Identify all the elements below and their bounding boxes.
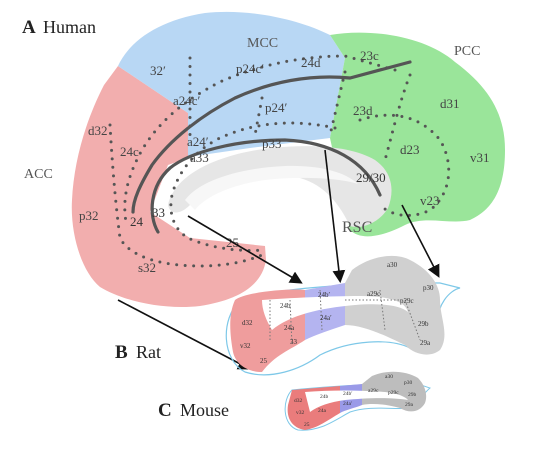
- area-label: p24c′: [236, 61, 264, 76]
- boundary-dots-8: [358, 113, 451, 217]
- area-label: 29/30: [356, 170, 386, 185]
- rsc-region: [168, 146, 392, 228]
- area-label: a33: [190, 150, 209, 165]
- region-label-pcc: PCC: [454, 44, 480, 59]
- area-label: 23d: [353, 103, 373, 118]
- rat-area-label: 25: [260, 357, 268, 365]
- boundary-dots-7: [383, 73, 412, 162]
- rat-area-label: p29c: [400, 297, 414, 305]
- region-label-acc: ACC: [24, 167, 53, 182]
- arrow-pacc-to-rat: [187, 215, 303, 284]
- rat-brain: d32 v32 25 24b 24a 33 24b′ 24a′ a30 a29c…: [225, 255, 461, 376]
- region-label-rsc: RSC: [342, 219, 372, 236]
- area-label: v23: [420, 193, 440, 208]
- acc-region: [71, 66, 266, 308]
- corpus-callosum: [185, 165, 358, 210]
- area-label: a24c′: [173, 93, 201, 108]
- mouse-area-label: a29c: [368, 388, 379, 394]
- rat-area-label: a29c: [367, 290, 380, 298]
- area-label: 32′: [150, 63, 166, 78]
- boundary-dots-2: [169, 121, 337, 252]
- mouse-area-label: 25: [304, 422, 310, 428]
- area-label: 23c: [360, 48, 379, 63]
- mcc-region: [118, 11, 345, 158]
- panel-letter-b: B: [115, 342, 128, 363]
- mouse-area-label: a30: [385, 374, 393, 380]
- arrow-acc-to-rat: [117, 299, 251, 370]
- mouse-area-label: p30: [404, 380, 413, 386]
- area-label: d31: [440, 96, 460, 111]
- area-label: 24d: [301, 55, 321, 70]
- arrow-mcc-to-rat: [324, 149, 346, 284]
- callosal-sulcus: [150, 138, 382, 234]
- mouse-area-label: 29a: [405, 402, 414, 408]
- rat-area-label: 24a: [284, 324, 295, 332]
- boundary-dots-3: [108, 123, 264, 268]
- mouse-area-label: d32: [294, 398, 303, 404]
- panel-title-human: Human: [43, 17, 96, 37]
- rat-area-label: 29a: [420, 339, 431, 347]
- area-label: p32: [79, 208, 99, 223]
- area-label: 24: [130, 214, 144, 229]
- mouse-area-label: v32: [296, 410, 305, 416]
- rat-area-label: p30: [423, 284, 434, 292]
- area-label: v31: [470, 150, 490, 165]
- panel-letter-a: A: [22, 17, 36, 38]
- mouse-area-label: 24a′: [343, 401, 352, 407]
- area-label: 24c: [120, 144, 139, 159]
- rat-area-label: 24a′: [320, 314, 332, 322]
- panel-letter-c: C: [158, 400, 172, 421]
- mouse-area-label: 24b′: [343, 391, 352, 397]
- area-label: p33: [262, 136, 282, 151]
- area-label: p24′: [265, 100, 288, 115]
- area-label: d32: [88, 123, 108, 138]
- rat-area-label: 24b: [280, 302, 291, 310]
- rat-inner-white: [262, 296, 408, 330]
- rat-area-label: v32: [240, 342, 251, 350]
- panel-title-rat: Rat: [136, 342, 161, 362]
- human-brain: ACC MCC PCC RSC d32 24c p32 24 33 25 s32…: [24, 11, 505, 308]
- rat-area-label: 29b: [418, 320, 429, 328]
- area-label: d23: [400, 142, 420, 157]
- mouse-area-label: p29c: [388, 390, 399, 396]
- cingulate-sulcus: [131, 60, 412, 214]
- mouse-rsc-region: [362, 371, 427, 412]
- mouse-area-label: 24a: [318, 408, 327, 414]
- region-label-mcc: MCC: [247, 36, 278, 51]
- mouse-brain: d32 v32 25 24b 24a 24b′ 24a′ a30 a29c p2…: [284, 371, 432, 431]
- mouse-area-label: 29b: [408, 392, 417, 398]
- arrow-rsc-to-rat: [401, 204, 440, 278]
- area-label: a24′: [187, 134, 209, 149]
- mouse-inner-white: [305, 390, 408, 412]
- area-label: 33: [152, 205, 165, 220]
- area-label: s32: [138, 260, 156, 275]
- mouse-area-label: 24b: [320, 394, 329, 400]
- rat-area-label: 24b′: [318, 291, 331, 299]
- rat-area-label: 33: [290, 338, 298, 346]
- boundary-dots-1: [123, 54, 397, 224]
- panel-title-mouse: Mouse: [180, 400, 229, 420]
- rat-area-label: a30: [387, 261, 398, 269]
- rat-area-label: d32: [242, 319, 253, 327]
